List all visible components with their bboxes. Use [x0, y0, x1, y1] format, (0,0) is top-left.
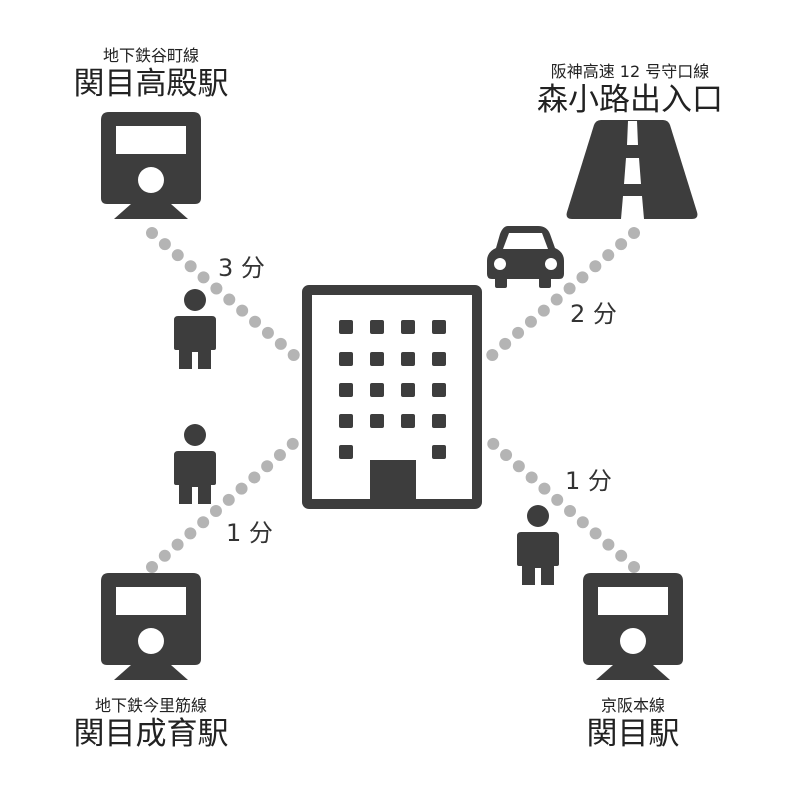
pedestrian-icon	[517, 505, 559, 585]
building-window	[432, 414, 446, 428]
line-name: 地下鉄谷町線	[102, 46, 199, 65]
building-window	[401, 352, 415, 366]
building-window	[370, 320, 384, 334]
train-icon	[583, 573, 683, 680]
pedestrian-icon	[174, 424, 216, 504]
travel-time-bl: 1 分	[226, 519, 273, 547]
pedestrian-icon	[174, 289, 216, 369]
building-window	[339, 383, 353, 397]
station-name: 関目成育駅	[73, 716, 229, 752]
building-window	[401, 320, 415, 334]
building-window	[432, 320, 446, 334]
train-icon	[101, 573, 201, 680]
building-window	[339, 352, 353, 366]
station-name: 関目駅	[586, 716, 680, 752]
destination-label-br: 京阪本線 関目駅	[560, 696, 706, 752]
interchange-name: 森小路出入口	[537, 82, 723, 118]
car-icon	[487, 226, 564, 288]
office-building-icon	[302, 285, 482, 509]
route-line-br	[484, 435, 640, 573]
building-window	[370, 352, 384, 366]
line-name: 阪神高速 12 号守口線	[550, 62, 710, 81]
destination-label-tl: 地下鉄谷町線 関目高殿駅	[50, 46, 252, 102]
building-window	[370, 414, 384, 428]
travel-time-br: 1 分	[565, 467, 612, 495]
route-line-tl	[146, 227, 302, 363]
highway-icon	[566, 120, 698, 219]
travel-time-tr: 2 分	[570, 300, 617, 328]
train-icon	[101, 112, 201, 219]
building-window	[432, 383, 446, 397]
route-line-bl	[146, 435, 302, 573]
building-window	[401, 383, 415, 397]
route-connectors	[146, 227, 640, 573]
travel-time-tl: 3 分	[218, 254, 265, 282]
building-window	[432, 445, 446, 459]
line-name: 地下鉄今里筋線	[94, 696, 207, 715]
building-window	[339, 445, 353, 459]
route-line-tr	[484, 227, 640, 363]
building-window	[401, 414, 415, 428]
line-name: 京阪本線	[600, 696, 665, 715]
destination-label-bl: 地下鉄今里筋線 関目成育駅	[50, 696, 252, 752]
destination-label-tr: 阪神高速 12 号守口線 森小路出入口	[519, 62, 741, 118]
building-window	[339, 414, 353, 428]
building-window	[432, 352, 446, 366]
building-window	[370, 383, 384, 397]
building-window	[339, 320, 353, 334]
station-name: 関目高殿駅	[73, 66, 229, 102]
